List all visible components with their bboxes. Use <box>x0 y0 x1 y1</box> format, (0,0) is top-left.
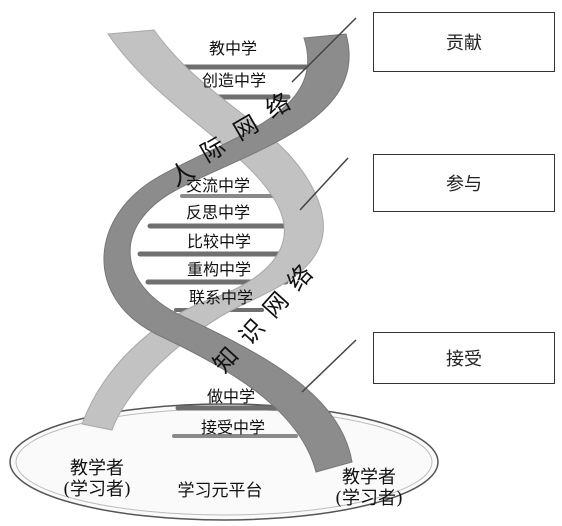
right-participant-role: 教学者 <box>342 467 396 488</box>
reception-box: 接受 <box>373 332 555 384</box>
pointer-line-bottom <box>301 339 357 393</box>
pointer-line-middle <box>299 157 349 211</box>
platform-label: 学习元平台 <box>177 481 263 501</box>
rung-label: 比较中学 <box>186 232 252 251</box>
rung-label: 联系中学 <box>188 288 254 307</box>
left-participant-label: 教学者 (学习者) <box>42 458 152 500</box>
dark-strand <box>103 33 353 473</box>
light-strand <box>81 29 324 431</box>
rung-label: 重构中学 <box>186 260 252 279</box>
contribution-box: 贡献 <box>373 12 555 72</box>
rung-label: 创造中学 <box>201 71 267 90</box>
rung-label: 做中学 <box>206 387 256 406</box>
rung-label: 交流中学 <box>185 176 251 195</box>
participation-label: 参与 <box>446 174 482 195</box>
right-participant-note: (学习者) <box>334 488 404 509</box>
participation-box: 参与 <box>373 154 555 212</box>
pointer-line-top <box>291 17 357 83</box>
right-participant-label: 教学者 (学习者) <box>314 467 424 509</box>
rung-label: 反思中学 <box>185 203 251 222</box>
rung-label: 教中学 <box>208 39 258 58</box>
contribution-label: 贡献 <box>446 33 482 54</box>
reception-label: 接受 <box>446 349 482 370</box>
left-participant-role: 教学者 <box>70 458 124 479</box>
rung-label: 接受中学 <box>200 418 266 437</box>
left-participant-note: (学习者) <box>62 479 132 500</box>
